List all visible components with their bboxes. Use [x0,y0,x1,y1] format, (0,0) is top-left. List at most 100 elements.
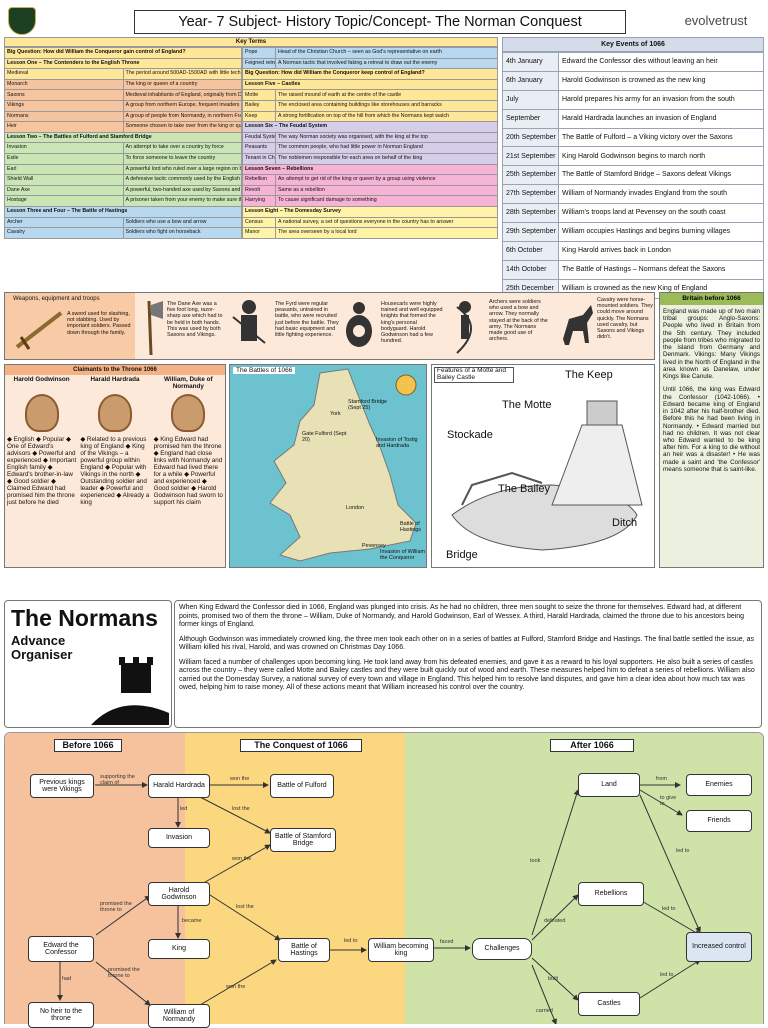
school-crest-logo [8,7,36,35]
event-text: William's troops land at Pevensey on the… [558,203,764,224]
event-date: 29th September [502,222,559,242]
organiser-title: The Normans [11,605,158,631]
castle-keep: The Keep [565,369,613,381]
event-date: 6th October [502,240,559,261]
node-invasion: Invasion [148,828,210,848]
label-led: led [180,806,188,812]
event-date: 28th September [502,203,559,224]
claimant-text: ◆ King Edward had promised him the thron… [153,436,223,507]
label-led2: led to [344,938,358,944]
map-fulford: Gate Fulford (Sept 20) [302,431,347,444]
conquest-header: The Conquest of 1066 [240,739,362,752]
organiser-p3: William faced a number of challenges upo… [179,658,755,692]
castle-panel: Features of a Motte and Bailey Castle Th… [431,364,655,568]
cavalry-text: Cavalry were horse-mounted soldiers. The… [597,297,653,341]
event-text: Harold Godwinson is crowned as the new k… [558,70,764,91]
housecarls-text: Housecarls were highly trained and well … [381,301,443,345]
before-1066-header: Before 1066 [54,739,122,752]
claimants-panel: Claimants to the Throne 1066 Harold Godw… [4,364,226,568]
label-given: to give to [660,795,677,807]
key-terms-table: Key Terms Big Question: How did William … [4,37,498,239]
key-terms-title: Key Terms [4,37,498,47]
castle-diagram [451,400,643,551]
castle-bailey: The Bailey [498,483,550,495]
organiser-sub2: Organiser [11,646,73,662]
event-text: The Battle of Fulford – a Viking victory… [558,127,764,148]
weapons-panel: Weapons, equipment and troops A sword us… [4,292,655,360]
map-william: Invasion of William the Conqueror [380,549,425,562]
node-noheir: No heir to the throne [28,1002,94,1028]
britain-title: Britain before 1066 [660,293,763,305]
node-william-king: William becoming king [368,938,434,962]
castle-silhouette-icon [91,657,169,725]
event-date: 14th October [502,259,559,280]
label-supporting: supporting the claim of [100,774,135,786]
page-title: Year- 7 Subject- History Topic/Concept- … [134,10,626,34]
england-map [269,368,417,562]
node-control: Increased control [686,932,752,962]
claimant-name: William, Duke of Normandy [163,376,213,391]
node-stamford: Battle of Stamford Bridge [270,828,336,852]
label-lost2: lost the [236,904,254,910]
sword-text: A sword used for slashing, not stabbing.… [67,311,131,336]
key-term-definition: The area overseen by a local lord [275,227,498,239]
label-won3: won the [226,984,246,990]
label-promised: promised the throne to [100,901,132,913]
label-built: built [548,976,559,982]
evolvetrust-logo: evolvetrust [668,8,764,34]
organiser-title-panel: The Normans Advance Organiser [4,600,172,728]
archer-icon [456,301,472,354]
claimant-portrait-icon [171,394,206,432]
claimant-text: ◆ Related to a previous king of England … [80,436,150,507]
castle-ditch: Ditch [612,517,638,529]
node-enemies: Enemies [686,774,752,796]
axe-text: The Dane Axe was a five foot long, razor… [167,301,223,339]
axe-icon [147,300,163,356]
weapons-title: Weapons, equipment and troops [13,296,100,302]
event-date: September [502,108,559,129]
organiser-sub1: Advance [11,633,66,648]
event-text: William of Normandy invades England from… [558,184,764,205]
key-term-definition: Soldiers who fight on horseback [122,227,242,239]
label-ledto3: led to [660,972,674,978]
label-carried: carried [536,1008,553,1014]
map-hastings: Battle of Hastings [400,521,421,534]
event-date: July [502,89,559,110]
britain-panel: Britain before 1066 England was made up … [659,292,764,568]
map-pevensey: Pevensey [362,543,386,549]
castle-stockade: Stockade [447,429,493,441]
battles-map: The Battles of 1066 York Stamford Bridge… [229,364,427,568]
node-challenges: Challenges [472,938,532,960]
fyrd-text: The Fyrd were regular peasants, untraine… [275,301,339,339]
claimants-title: Claimants to the Throne 1066 [5,365,225,375]
claimant-column: William, Duke of Normandy ◆ King Edward h… [152,375,225,507]
castle-bridge: Bridge [446,549,478,561]
label-became: became [182,918,202,924]
organiser-p1: When King Edward the Confessor died in 1… [179,604,745,629]
node-vikings: Previous kings were Vikings [30,774,94,798]
claimant-column: Harold Godwinson◆ English ◆ Popular ◆ On… [5,375,78,507]
claimant-name: Harald Hardrada [90,376,140,383]
label-took: took [530,858,541,864]
organiser-text: When King Edward the Confessor died in 1… [174,600,762,728]
label-promised2: promised the throne to [108,967,140,979]
event-text: The Battle of Hastings – Normans defeat … [558,259,764,280]
event-text: King Harold Godwinson begins to march no… [558,146,764,167]
key-events-title: Key Events of 1066 [502,37,764,52]
label-had: had [62,976,72,982]
node-friends: Friends [686,810,752,832]
castle-motte: The Motte [502,399,552,411]
claimant-column: Harald Hardrada ◆ Related to a previous k… [78,375,151,507]
sword-icon [15,311,63,350]
node-land: Land [578,773,640,797]
